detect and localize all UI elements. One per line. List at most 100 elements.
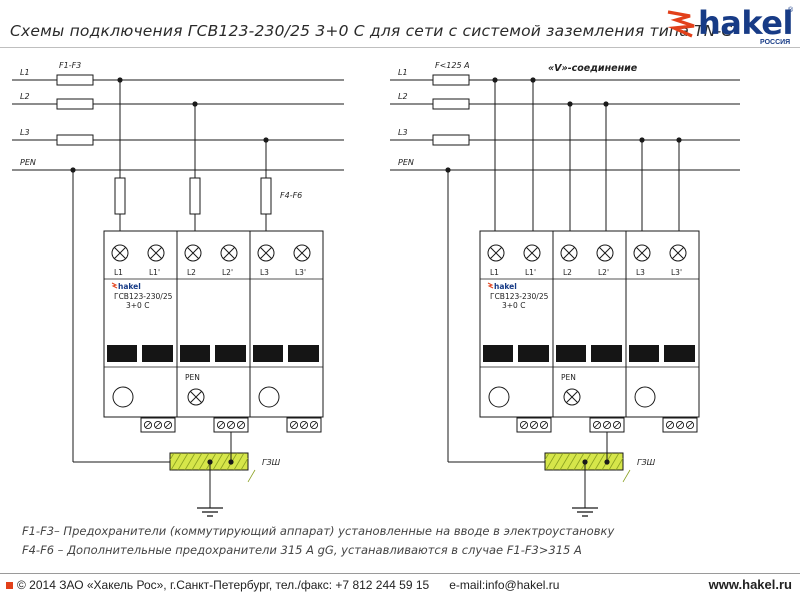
- module-frame: [103, 230, 178, 418]
- brand-lightning-icon: [487, 282, 494, 289]
- device-config-label: 3+0 С: [126, 301, 149, 310]
- module-window: [591, 345, 622, 362]
- terminal-block: [140, 417, 176, 433]
- indicator-lamp-icon: [560, 244, 578, 262]
- line-label-l1: L1: [20, 68, 30, 77]
- terminal-label: L3': [295, 268, 306, 277]
- device-model-label: ГСВ123-230/25: [490, 292, 549, 301]
- device-model-label: ГСВ123-230/25: [114, 292, 173, 301]
- terminal-label: L2': [222, 268, 233, 277]
- terminal-label: L1': [149, 268, 160, 277]
- hakel-logo[interactable]: hakel РОССИЯ ®: [664, 4, 794, 48]
- junction-dot: [228, 459, 234, 465]
- indicator-lamp-icon: [220, 244, 238, 262]
- indicator-lamp-icon: [293, 244, 311, 262]
- terminal-label: L3: [260, 268, 269, 277]
- status-indicator: [258, 386, 280, 408]
- status-indicator: [112, 386, 134, 408]
- bus-hatch: [622, 469, 631, 483]
- terminal-block: [662, 417, 698, 433]
- junction-dot: [582, 459, 588, 465]
- bus-hatch: [544, 452, 550, 461]
- terminal-block: [213, 417, 249, 433]
- indicator-lamp-icon: [523, 244, 541, 262]
- module-window: [107, 345, 137, 362]
- footer-website-link[interactable]: www.hakel.ru: [708, 577, 792, 592]
- screw-slot: [531, 422, 537, 428]
- footer-divider: [0, 573, 800, 574]
- brand-lightning-icon: [111, 282, 118, 289]
- indicator-lamp-icon: [596, 244, 614, 262]
- lamp-cross: [526, 247, 538, 259]
- note-fuses-main: F1-F3– Предохранители (коммутирующий апп…: [22, 524, 615, 538]
- status-indicator: [488, 386, 510, 408]
- connection-type-label: «V»-соединение: [548, 63, 638, 74]
- extra-fuse: [260, 177, 272, 215]
- main-fuse: [432, 134, 470, 146]
- module-window: [142, 345, 173, 362]
- bus-hatch: [233, 452, 245, 471]
- bullet-icon: [6, 582, 13, 589]
- module-window: [664, 345, 695, 362]
- terminal-label: L1: [114, 268, 123, 277]
- bus-hatch: [573, 452, 585, 471]
- lamp-cross: [190, 391, 202, 403]
- screw-slot: [677, 422, 683, 428]
- module-frame: [479, 230, 554, 418]
- note-fuses-extra: F4-F6 – Дополнительные предохранители 31…: [22, 543, 582, 557]
- lamp-cross: [296, 247, 308, 259]
- screw-slot: [155, 422, 161, 428]
- lightning-icon: [667, 10, 695, 38]
- bus-hatch: [191, 452, 203, 471]
- screw-slot: [541, 422, 547, 428]
- extra-fuse: [189, 177, 201, 215]
- line-label-pen: PEN: [20, 158, 36, 167]
- device-brand: hakel: [111, 282, 141, 291]
- indicator-lamp-icon: [111, 244, 129, 262]
- device-config-label: 3+0 С: [502, 301, 525, 310]
- module-frame: [552, 230, 627, 418]
- module-window: [518, 345, 549, 362]
- footer-copyright: © 2014 ЗАО «Хакель Рос», г.Санкт-Петербу…: [17, 578, 430, 592]
- module-window: [556, 345, 586, 362]
- indicator-lamp-icon: [669, 244, 687, 262]
- lamp-cross: [490, 247, 502, 259]
- logo-registered-mark: ®: [788, 7, 794, 14]
- line-label-l3: L3: [20, 128, 30, 137]
- main-fuse: [432, 98, 470, 110]
- screw-slot: [687, 422, 693, 428]
- junction-dot: [117, 77, 123, 83]
- line-label-l1: L1: [398, 68, 408, 77]
- junction-dot: [207, 459, 213, 465]
- screw-slot: [145, 422, 151, 428]
- device-brand-text: hakel: [118, 282, 141, 291]
- line-label-l2: L2: [20, 92, 30, 101]
- footer-email[interactable]: e-mail:info@hakel.ru: [449, 578, 560, 592]
- terminal-label: L3: [636, 268, 645, 277]
- module-window: [215, 345, 246, 362]
- terminal-label: L2: [563, 268, 572, 277]
- junction-dot: [192, 101, 198, 107]
- bus-hatch: [552, 452, 564, 471]
- indicator-lamp-icon: [633, 244, 651, 262]
- bus-hatch: [240, 457, 249, 471]
- indicator-lamp-icon: [147, 244, 165, 262]
- indicator-lamp-icon: [184, 244, 202, 262]
- screw-slot: [218, 422, 224, 428]
- terminal-block: [589, 417, 625, 433]
- junction-dot: [603, 101, 609, 107]
- module-window: [253, 345, 283, 362]
- lamp-cross: [114, 247, 126, 259]
- module-window: [288, 345, 319, 362]
- lamp-cross: [566, 391, 578, 403]
- status-indicator: [634, 386, 656, 408]
- main-fuse: [56, 74, 94, 86]
- line-label-l3: L3: [398, 128, 408, 137]
- lamp-cross: [599, 247, 611, 259]
- indicator-lamp-icon: [187, 388, 205, 406]
- screw-slot: [667, 422, 673, 428]
